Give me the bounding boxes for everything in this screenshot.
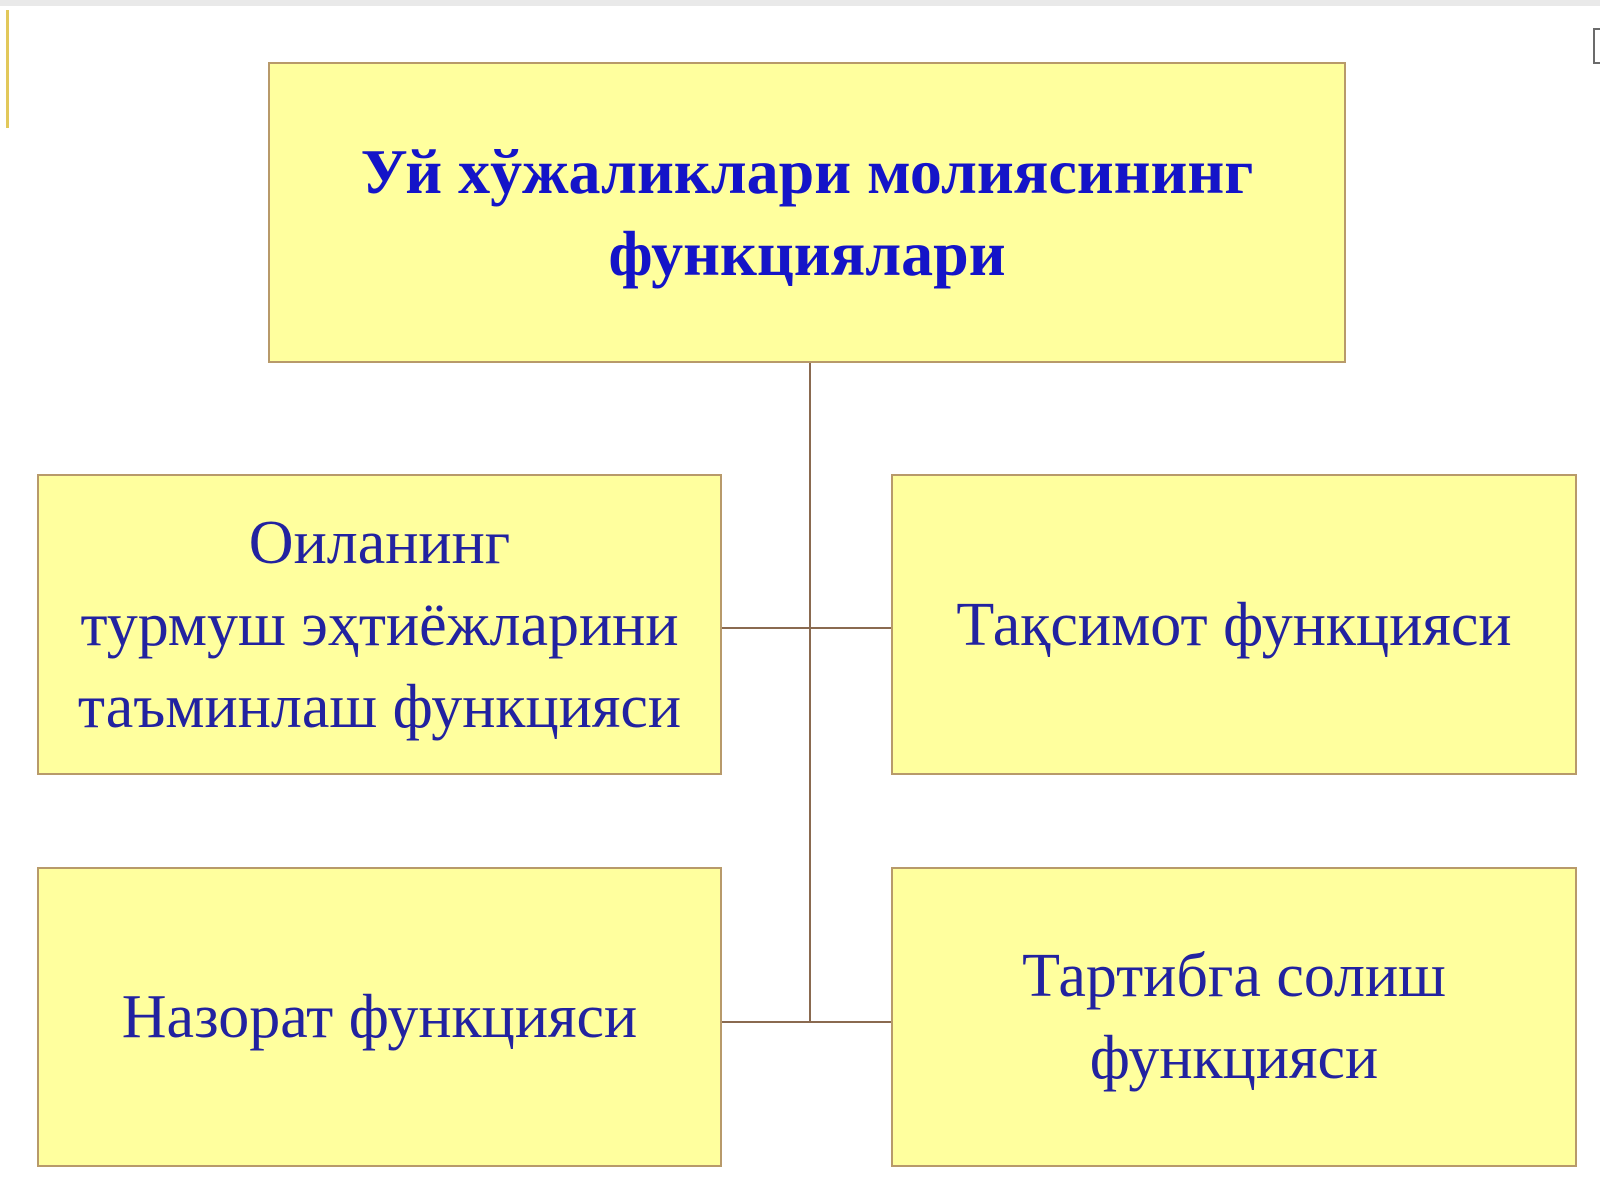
- node-regulation-function: Тартибга солиш функцияси: [891, 867, 1577, 1167]
- connector-lower-horizontal: [722, 1021, 891, 1023]
- right-edge-mark: [1593, 28, 1600, 64]
- top-strip: [0, 0, 1600, 6]
- node-label: Тақсимот функцияси: [956, 590, 1512, 659]
- connector-upper-horizontal: [722, 627, 891, 629]
- node-label: Тартибга солиш функцияси: [1022, 942, 1446, 1092]
- left-edge-mark: [6, 10, 9, 128]
- node-household-needs-function: Оиланинг турмуш эҳтиёжларини таъминлаш ф…: [37, 474, 722, 775]
- node-control-function: Назорат функцияси: [37, 867, 722, 1167]
- node-label: Назорат функцияси: [121, 983, 638, 1051]
- node-distribution-function: Тақсимот функцияси: [891, 474, 1577, 775]
- node-label: Оиланинг турмуш эҳтиёжларини таъминлаш ф…: [77, 508, 682, 741]
- diagram-title: Уй хўжаликлари молиясининг функциялари: [360, 135, 1254, 289]
- connector-vertical-trunk: [809, 363, 811, 1023]
- diagram-title-box: Уй хўжаликлари молиясининг функциялари: [268, 62, 1346, 363]
